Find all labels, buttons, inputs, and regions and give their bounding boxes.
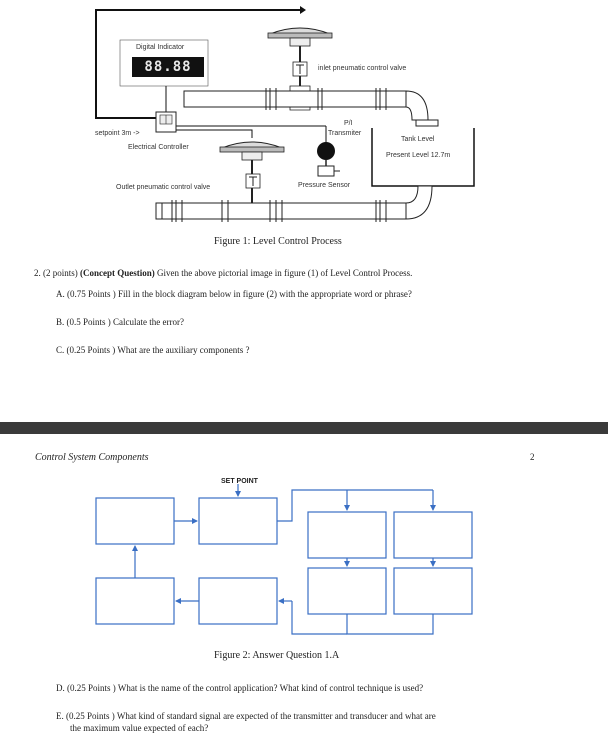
question-2a: A. (0.75 Points ) Fill in the block diag…	[56, 289, 412, 299]
figure-2-caption: Figure 2: Answer Question 1.A	[214, 650, 340, 661]
inlet-valve-label: inlet pneumatic control valve	[318, 65, 407, 72]
question-2c: C. (0.25 Points ) What are the auxiliary…	[56, 345, 250, 355]
level-control-process-diagram	[95, 6, 475, 222]
question-2e-line-1: E. (0.25 Points ) What kind of standard …	[56, 711, 436, 721]
answer-block-diagram	[95, 484, 473, 635]
block-8	[393, 567, 473, 615]
page-number: 2	[530, 452, 535, 462]
figure-1-caption: Figure 1: Level Control Process	[214, 236, 342, 247]
block-4	[393, 511, 473, 559]
pi-transmitter-label-1: P/I	[344, 120, 353, 127]
running-header: Control System Components	[35, 452, 149, 463]
block-5	[95, 577, 175, 625]
page-1: 88.88 Digital Indicator inlet pneumatic …	[34, 6, 475, 355]
electrical-controller	[155, 111, 177, 133]
electrical-controller-label: Electrical Controller	[128, 144, 189, 151]
set-point-label: SET POINT	[221, 478, 258, 485]
question-2d: D. (0.25 Points ) What is the name of th…	[56, 683, 424, 693]
present-level-label: Present Level 12.7m	[386, 152, 451, 159]
page-2: Control System Components 2	[0, 434, 608, 746]
block-2	[198, 497, 278, 545]
pi-transmitter-label-2: Transmiter	[328, 130, 362, 137]
question-2b: B. (0.5 Points ) Calculate the error?	[56, 317, 184, 327]
pressure-sensor-label: Pressure Sensor	[298, 182, 351, 189]
block-6	[198, 577, 278, 625]
page-separator	[0, 422, 608, 434]
question-2-intro: 2. (2 points) (Concept Question) Given t…	[34, 268, 413, 278]
outlet-valve-label: Outlet pneumatic control valve	[116, 184, 211, 191]
setpoint-label: setpoint 3m ->	[95, 130, 140, 137]
pressure-sensor	[317, 142, 340, 177]
digital-indicator-label: Digital Indicator	[136, 44, 185, 51]
block-3	[307, 511, 387, 559]
outlet-valve	[219, 141, 285, 205]
digital-display: 88.88	[132, 57, 204, 77]
block-7	[307, 567, 387, 615]
block-1	[95, 497, 175, 545]
tank-level-label: Tank Level	[401, 136, 435, 143]
question-2e-line-2: the maximum value expected of each?	[70, 723, 209, 733]
